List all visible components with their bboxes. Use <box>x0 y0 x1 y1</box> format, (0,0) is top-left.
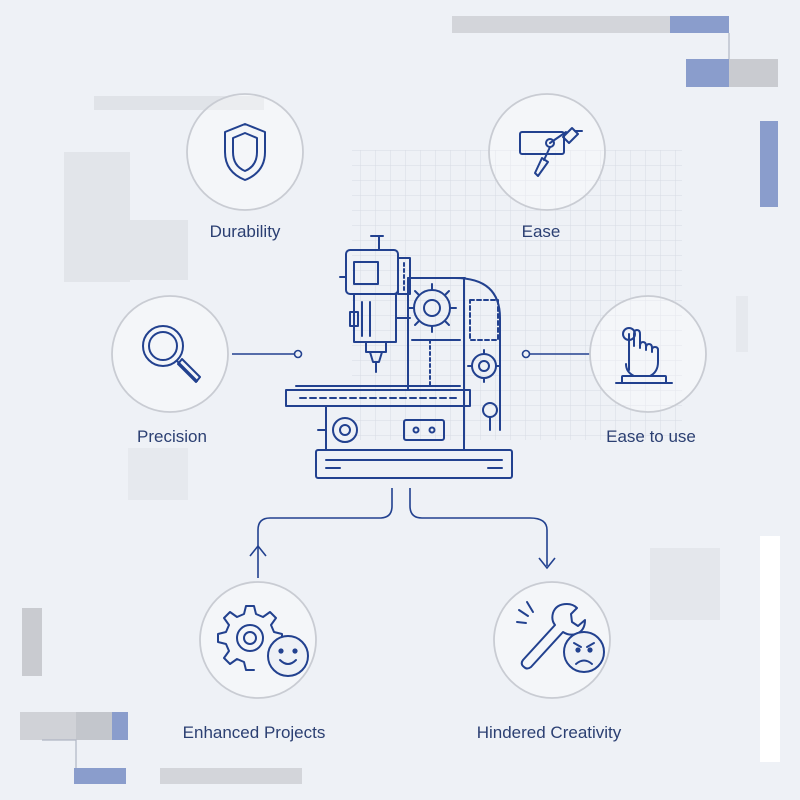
decor-block <box>128 448 188 500</box>
decor-block <box>112 712 128 740</box>
connector-hindered-creativity <box>409 488 548 566</box>
connector-enhanced-projects <box>257 488 393 548</box>
milling-machine-icon <box>285 235 513 479</box>
label-hindered-creativity: Hindered Creativity <box>476 723 622 742</box>
decor-block <box>686 59 729 87</box>
decor-block <box>670 16 729 33</box>
decor-block <box>22 608 42 676</box>
label-durability: Durability <box>209 222 281 241</box>
decor-block <box>452 16 688 33</box>
magnifier-icon <box>142 325 201 383</box>
wrench-angry-icon <box>516 601 605 673</box>
decor-block <box>760 121 778 207</box>
decor-block <box>74 768 126 784</box>
decor-block <box>736 296 748 352</box>
decor-block <box>64 152 130 282</box>
label-enhanced-projects: Enhanced Projects <box>182 723 326 742</box>
label-ease-to-use: Ease to use <box>606 427 696 446</box>
arrow-down <box>538 557 556 570</box>
decor-block <box>128 220 188 280</box>
shield-icon <box>224 123 266 181</box>
decor-block <box>650 548 720 620</box>
connector-lines <box>232 349 590 578</box>
circle-precision <box>111 295 229 413</box>
label-ease: Ease <box>521 222 561 241</box>
decor-block <box>760 536 780 762</box>
decor-block <box>729 59 778 87</box>
circle-ease-to-use <box>589 295 707 413</box>
decor-block <box>20 712 76 740</box>
circle-durability <box>186 93 304 211</box>
label-precision: Precision <box>137 427 207 446</box>
decor-block <box>76 712 112 740</box>
hand-pointer-icon <box>615 327 673 384</box>
decor-block <box>160 768 302 784</box>
lever-handle-icon <box>519 127 583 177</box>
gear-smiley-icon <box>217 605 309 677</box>
